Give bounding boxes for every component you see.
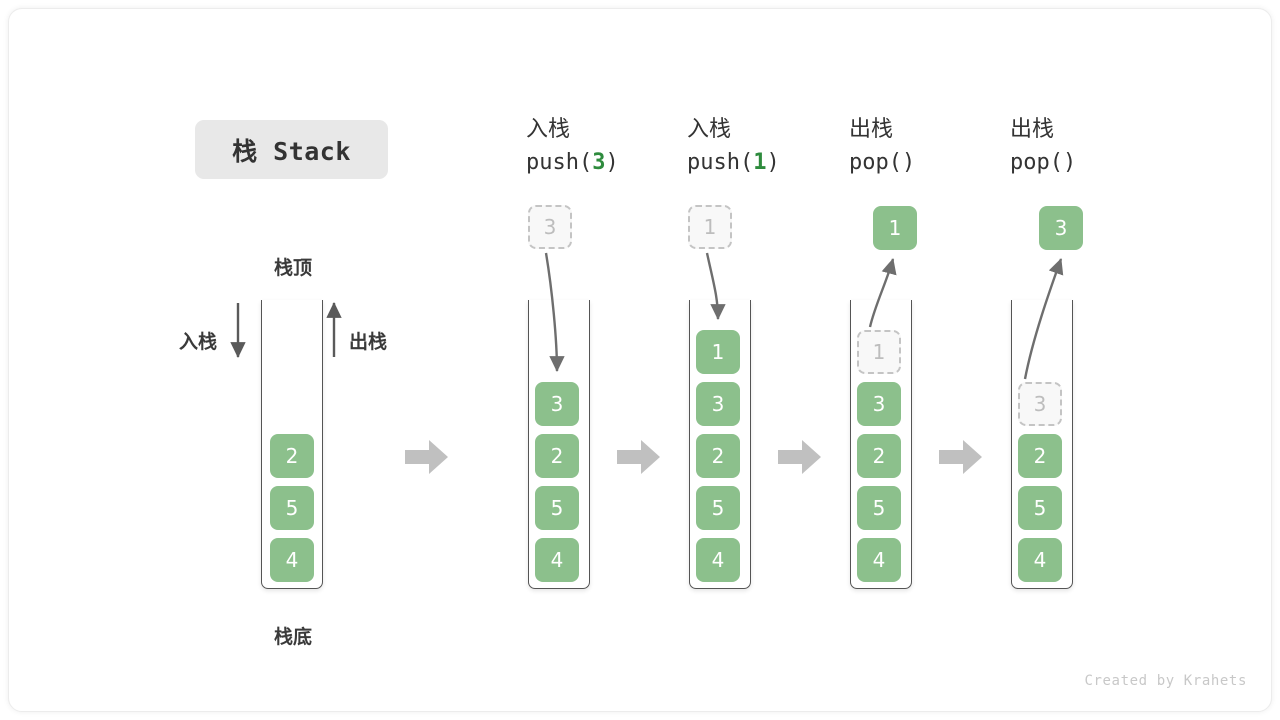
stage-header-op: pop() <box>849 146 999 180</box>
stage-transition-arrow <box>939 440 982 474</box>
pop-direction-label: 出栈 <box>349 331 388 353</box>
watermark-credit: Created by Krahets <box>1084 673 1247 689</box>
op-argument: 1 <box>753 150 767 175</box>
op-argument: 3 <box>592 150 606 175</box>
stack-cell: 5 <box>535 486 579 530</box>
stack-cell: 2 <box>696 434 740 478</box>
op-suffix: ) <box>766 150 780 175</box>
stage-header-op: pop() <box>1010 146 1160 180</box>
stack-cell: 5 <box>1018 486 1062 530</box>
op-suffix: ) <box>1062 150 1077 175</box>
stage-header-pop-1: 出栈 pop() <box>849 114 999 180</box>
stage-header-push-3: 入栈 push(3) <box>526 114 676 180</box>
stage-header-push-1: 入栈 push(1) <box>687 114 837 180</box>
stage-header-title: 入栈 <box>687 117 732 142</box>
stack-tube-push-1 <box>689 300 751 589</box>
op-prefix: push( <box>526 150 593 175</box>
popped-element: 1 <box>873 206 917 250</box>
op-prefix: pop( <box>1010 150 1063 175</box>
floating-ghost-element: 1 <box>688 205 732 249</box>
stage-header-op: push(1) <box>687 146 837 180</box>
stage-header-pop-3: 出栈 pop() <box>1010 114 1160 180</box>
stage-header-op: push(3) <box>526 146 676 180</box>
stack-cell: 4 <box>270 538 314 582</box>
stack-cell: 4 <box>535 538 579 582</box>
stage-transition-arrow <box>617 440 660 474</box>
diagram-canvas: 栈 Stack 栈顶 栈底 入栈 出栈 入栈 push(3) 入栈 push(1… <box>8 8 1272 712</box>
stack-cell: 3 <box>696 382 740 426</box>
popped-element: 3 <box>1039 206 1083 250</box>
stack-cell: 3 <box>857 382 901 426</box>
stack-ghost-cell: 1 <box>857 330 901 374</box>
diagram-title-text: 栈 Stack <box>232 136 351 166</box>
stage-header-title: 出栈 <box>849 117 894 142</box>
stage-transition-arrow <box>405 440 448 474</box>
stack-cell: 2 <box>535 434 579 478</box>
op-prefix: pop( <box>849 150 902 175</box>
stack-cell: 2 <box>270 434 314 478</box>
stack-cell: 4 <box>696 538 740 582</box>
stack-cell: 2 <box>1018 434 1062 478</box>
stage-header-title: 入栈 <box>526 117 571 142</box>
stack-cell: 3 <box>535 382 579 426</box>
stack-tube-initial <box>261 300 323 589</box>
stack-cell: 5 <box>270 486 314 530</box>
stack-bottom-label: 栈底 <box>273 626 312 648</box>
stack-tube-pop-1 <box>850 300 912 589</box>
op-suffix: ) <box>605 150 619 175</box>
stage-header-title: 出栈 <box>1010 117 1055 142</box>
stage-transition-arrow <box>778 440 821 474</box>
stack-cell: 5 <box>857 486 901 530</box>
push-direction-label: 入栈 <box>179 331 218 353</box>
stack-cell: 5 <box>696 486 740 530</box>
stack-tube-push-3 <box>528 300 590 589</box>
diagram-title-chip: 栈 Stack <box>195 120 388 179</box>
stack-top-label: 栈顶 <box>273 257 312 279</box>
stack-tube-pop-3 <box>1011 300 1073 589</box>
op-suffix: ) <box>901 150 916 175</box>
stack-ghost-cell: 3 <box>1018 382 1062 426</box>
stack-cell: 2 <box>857 434 901 478</box>
floating-ghost-element: 3 <box>528 205 572 249</box>
stack-cell: 1 <box>696 330 740 374</box>
stack-cell: 4 <box>857 538 901 582</box>
op-prefix: push( <box>687 150 754 175</box>
stack-cell: 4 <box>1018 538 1062 582</box>
